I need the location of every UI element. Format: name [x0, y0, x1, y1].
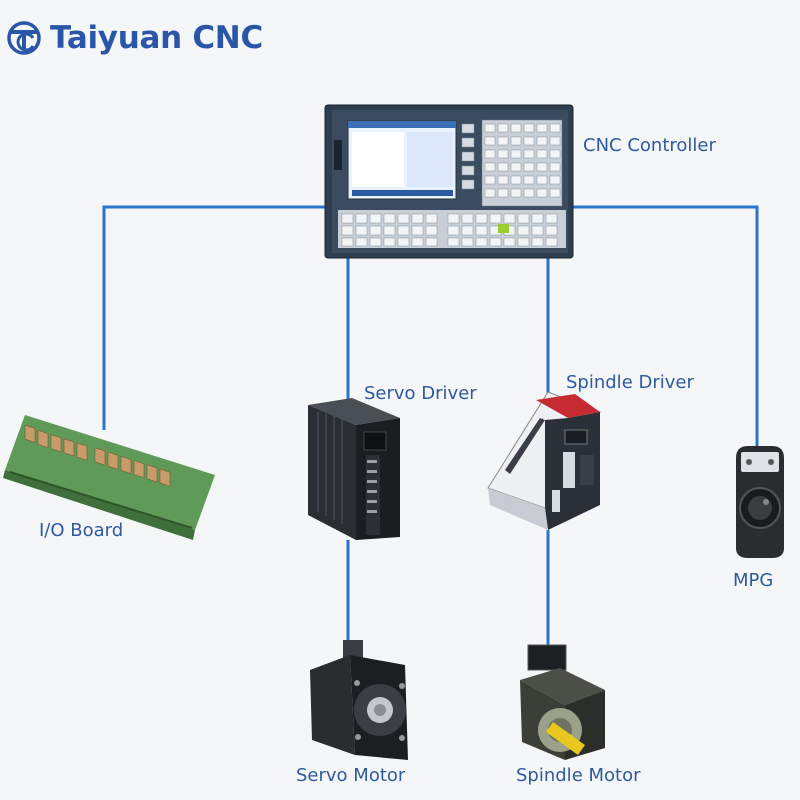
label-mpg: MPG [733, 570, 774, 591]
line-controller-io-board [102, 205, 328, 430]
label-cnc-controller: CNC Controller [583, 135, 716, 156]
spindle-motor-device [520, 644, 605, 760]
servo-motor-device [310, 640, 408, 760]
brand-name: Taiyuan CNC [50, 20, 263, 56]
label-io-board: I/O Board [39, 520, 124, 541]
io-board-device [3, 415, 215, 540]
brand-logo-icon [7, 21, 41, 55]
servo-driver-device [308, 398, 400, 540]
label-spindle-motor: Spindle Motor [516, 765, 641, 786]
label-servo-driver: Servo Driver [364, 383, 477, 404]
label-servo-motor: Servo Motor [296, 765, 406, 786]
line-controller-mpg [570, 205, 759, 450]
cnc-controller-device [324, 104, 574, 259]
spindle-driver-device [487, 391, 601, 530]
connection-lines [102, 205, 759, 650]
brand-header: Taiyuan CNC [6, 20, 263, 56]
label-spindle-driver: Spindle Driver [566, 372, 694, 393]
mpg-device [736, 446, 784, 558]
